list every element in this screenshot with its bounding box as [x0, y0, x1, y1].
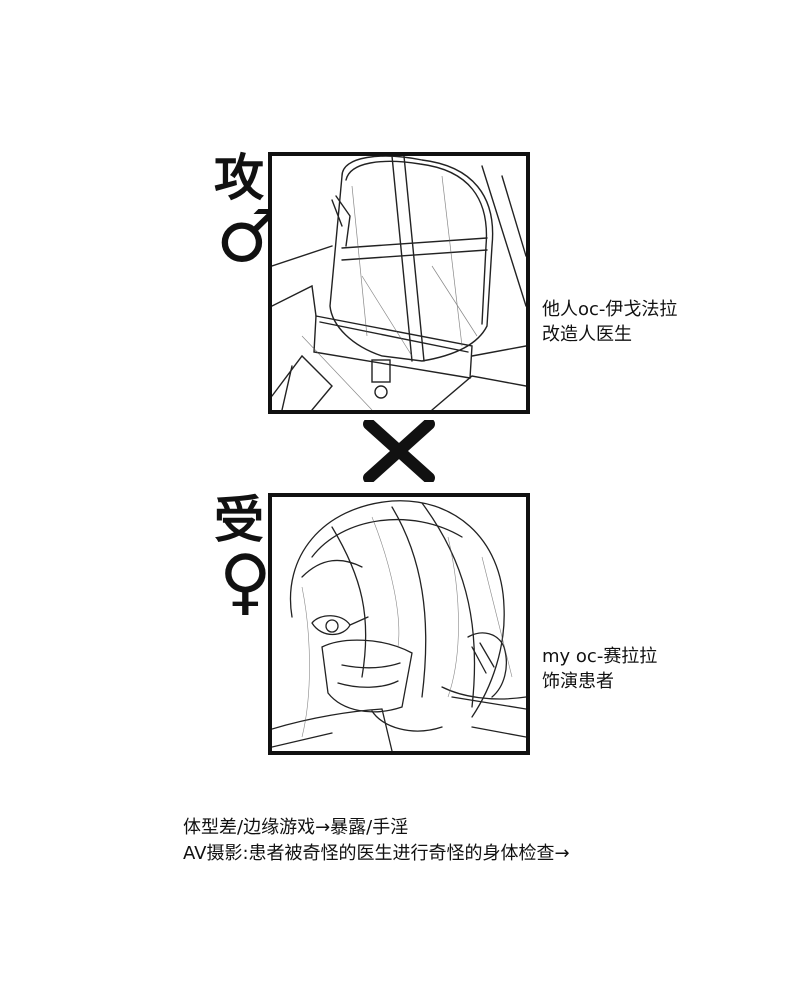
- masked-head-sketch: [272, 156, 526, 410]
- top-caption-line-1: 他人oc-伊戈法拉: [542, 299, 678, 320]
- panel-top-sketch: [268, 152, 530, 414]
- role-char-top: 攻: [214, 149, 264, 207]
- top-caption-line-2: 改造人医生: [542, 324, 632, 345]
- footer-line-1: 体型差/边缘游戏→暴露/手淫: [183, 817, 409, 838]
- role-char-bottom: 受: [214, 491, 264, 549]
- cross-mark-icon: [363, 420, 435, 482]
- footer-notes: 体型差/边缘游戏→暴露/手淫 AV摄影:患者被奇怪的医生进行奇怪的身体检查→: [183, 815, 570, 867]
- masked-patient-sketch: [272, 500, 526, 751]
- panel-bottom-sketch: [268, 493, 530, 755]
- female-symbol-icon: ♀: [219, 539, 272, 623]
- bottom-caption-line-2: 饰演患者: [542, 671, 614, 692]
- bottom-caption-line-1: my oc-赛拉拉: [542, 646, 658, 667]
- footer-line-2: AV摄影:患者被奇怪的医生进行奇怪的身体检查→: [183, 843, 570, 864]
